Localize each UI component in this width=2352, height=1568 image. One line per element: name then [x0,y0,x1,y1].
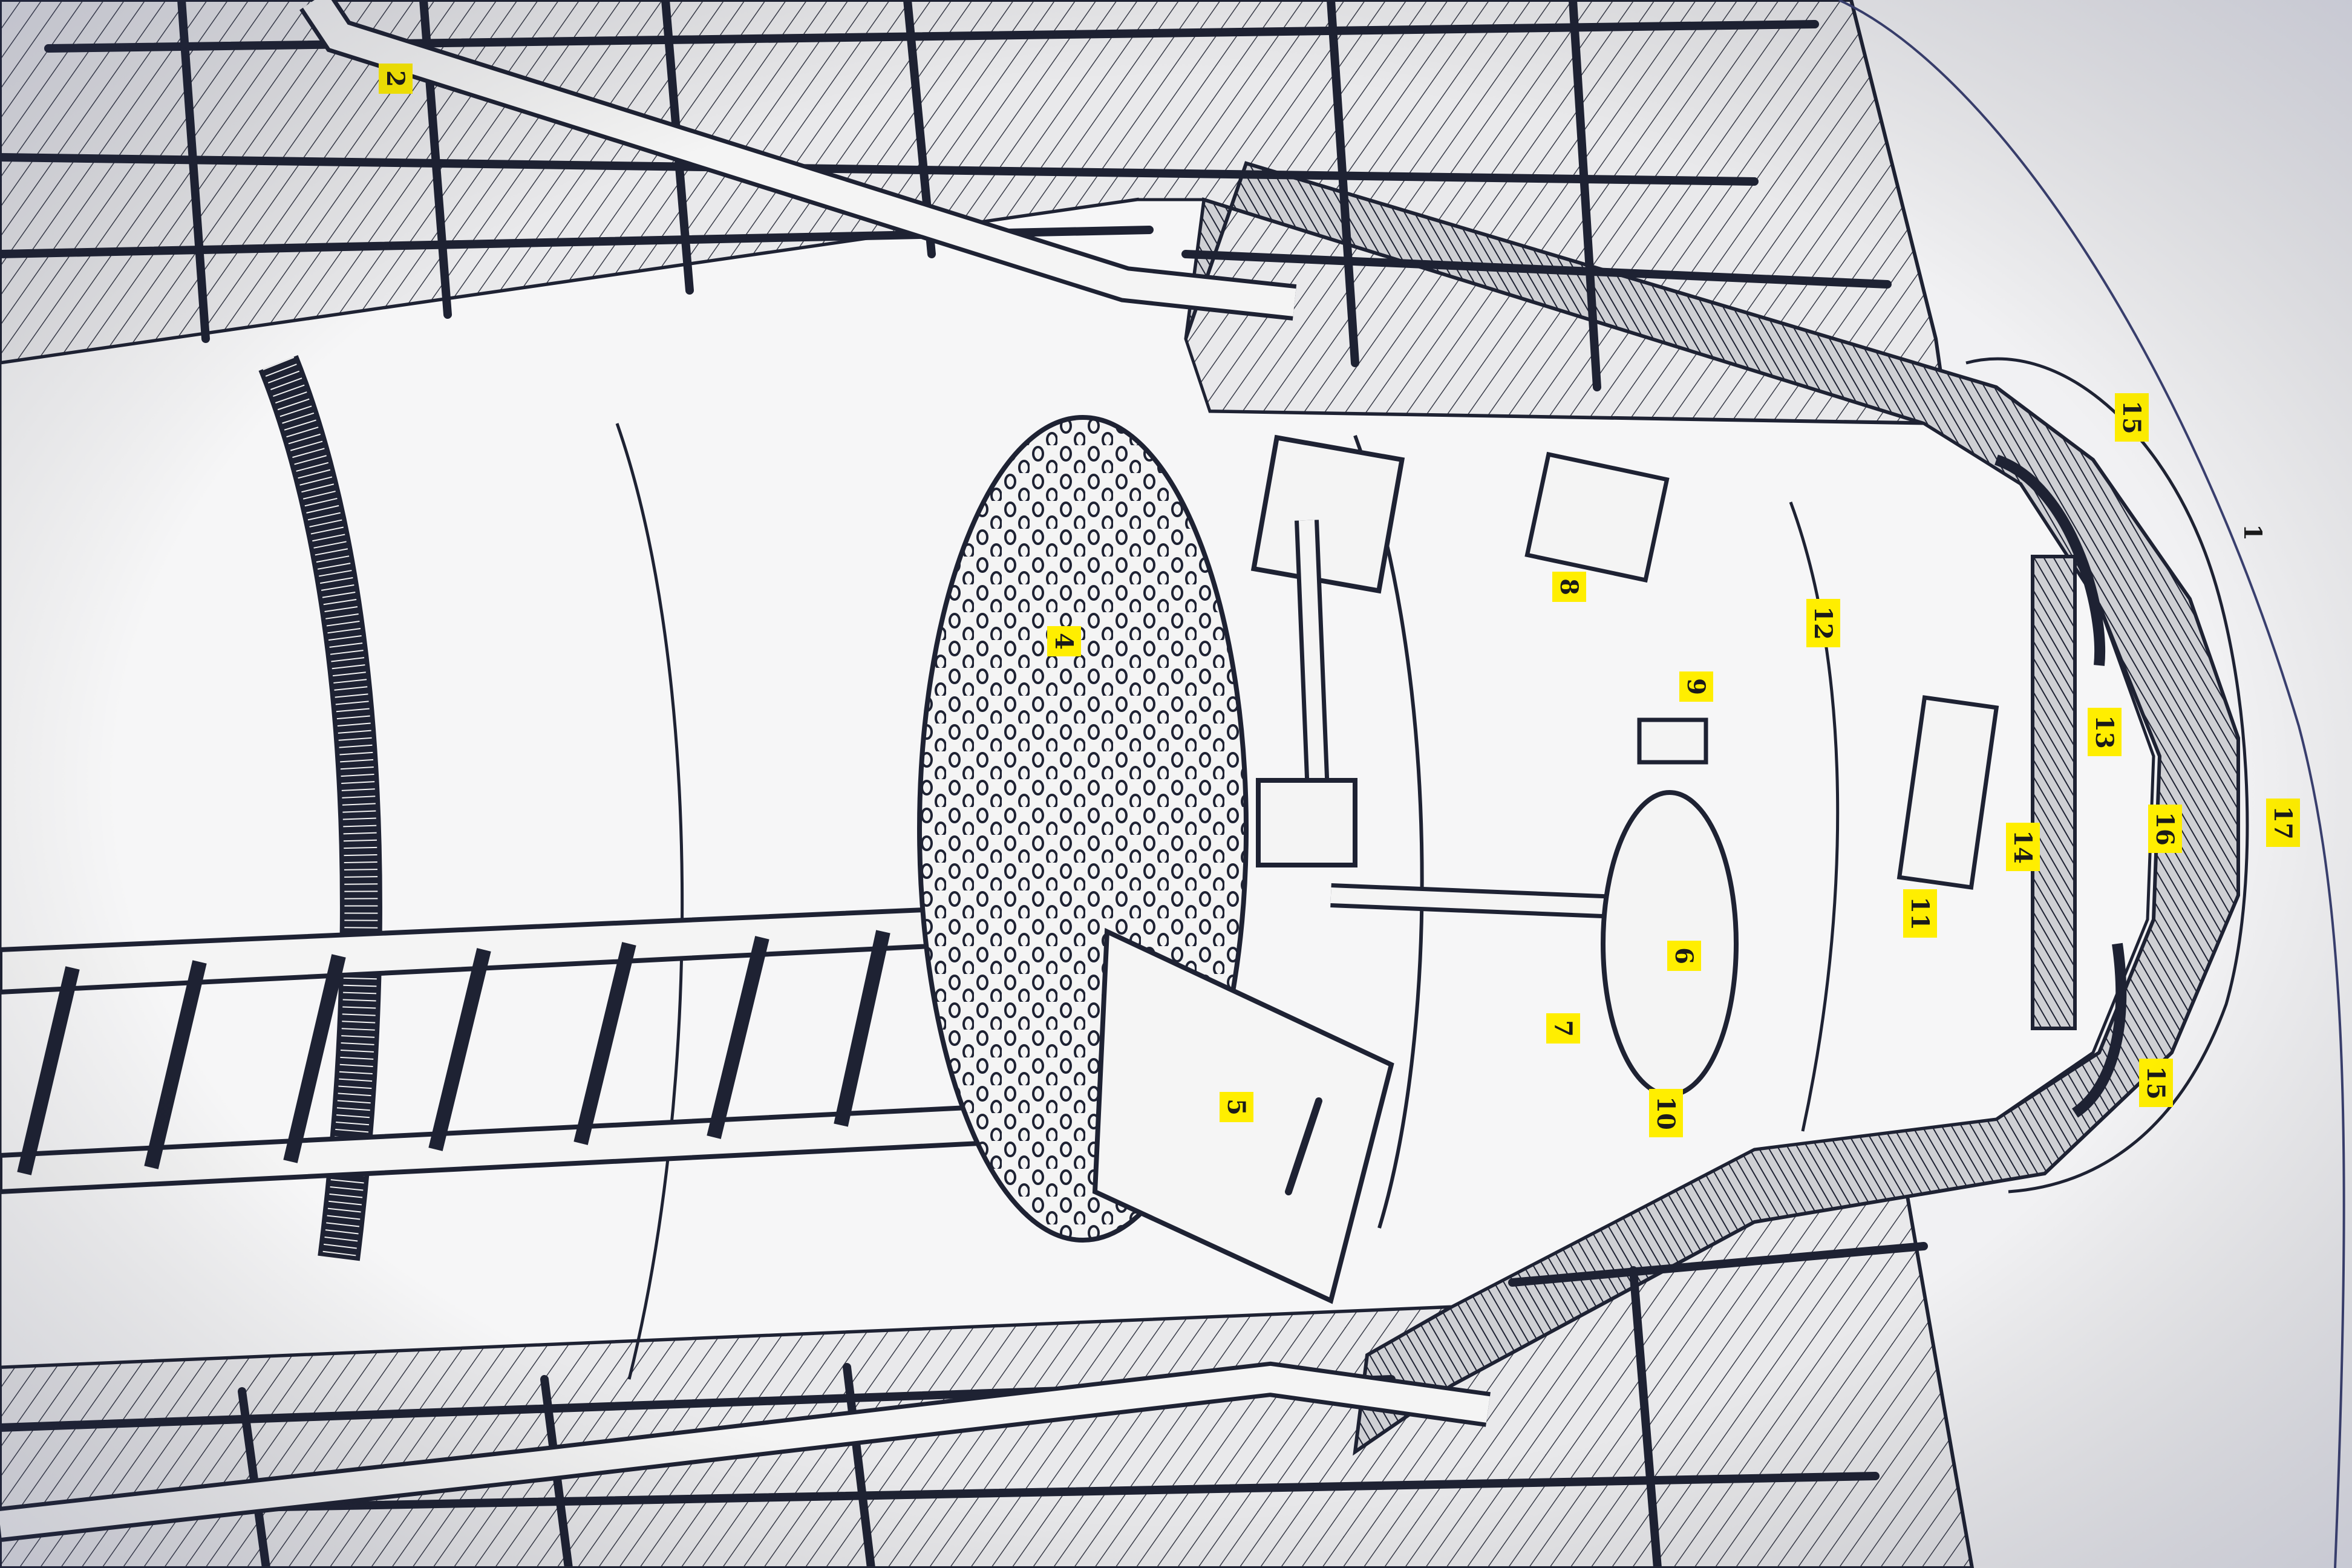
engineering-cutaway-diagram: 1 2 4 5 6 7 8 9 [0,0,2352,1568]
photo-vignette [0,0,2352,1568]
